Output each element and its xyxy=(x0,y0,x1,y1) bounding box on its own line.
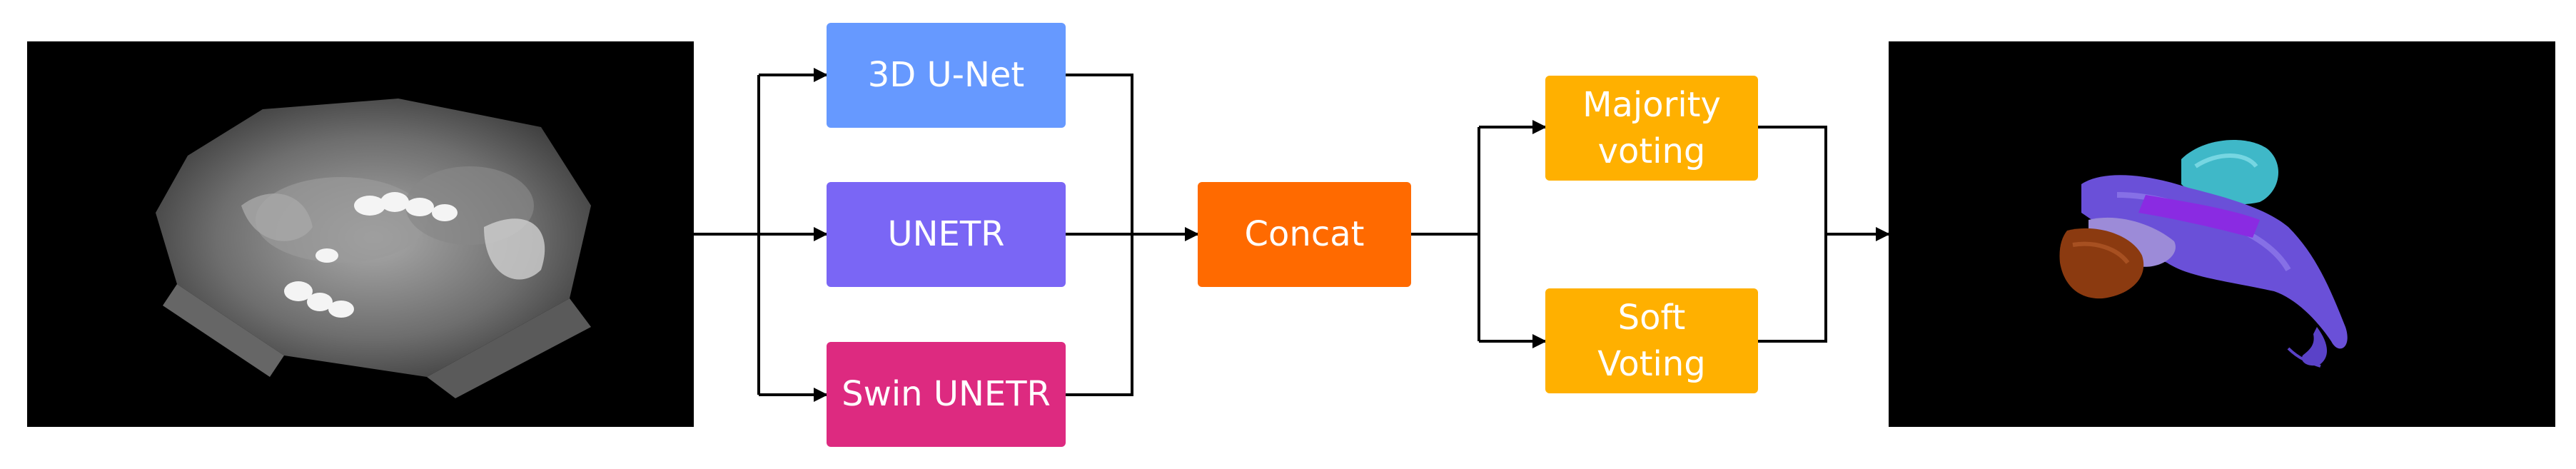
concat-node: Concat xyxy=(1198,182,1411,287)
model-unetr: UNETR xyxy=(827,182,1066,287)
soft-voting-node: Soft Voting xyxy=(1545,288,1758,393)
majority-voting-node: Majority voting xyxy=(1545,76,1758,181)
line-from-majority-voting xyxy=(1758,126,1827,343)
segmentation-3d-render-icon xyxy=(2059,140,2348,368)
line-from-3d-unet xyxy=(1066,74,1133,234)
ct-volume-render-icon xyxy=(156,99,591,398)
model-3d-unet: 3D U-Net xyxy=(827,23,1066,128)
line-from-swin-unetr xyxy=(1066,234,1133,396)
input-ct-image xyxy=(27,41,694,427)
output-segmentation-image xyxy=(1889,41,2555,427)
model-swin-unetr: Swin UNETR xyxy=(827,342,1066,447)
